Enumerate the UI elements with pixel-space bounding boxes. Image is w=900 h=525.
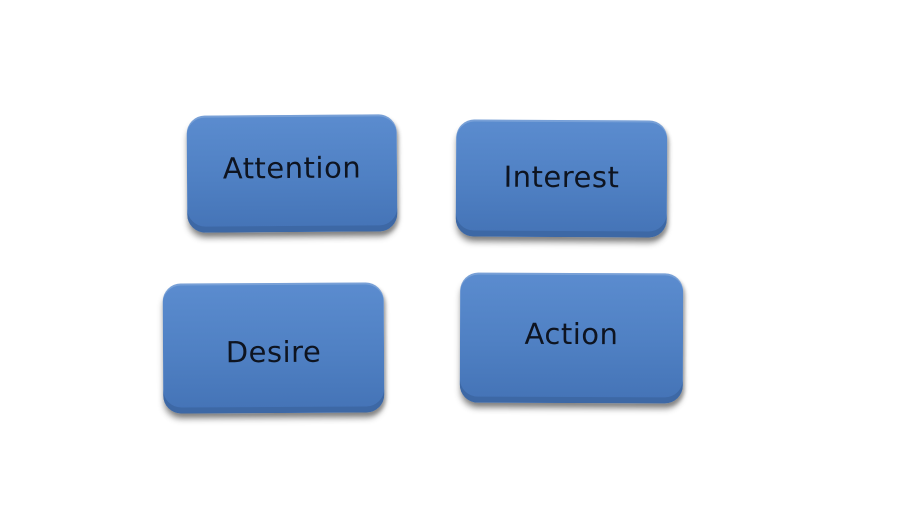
desire-tile: Desire bbox=[162, 282, 385, 414]
interest-tile: Interest bbox=[455, 119, 668, 238]
attention-label: Attention bbox=[222, 150, 362, 185]
interest-label: Interest bbox=[503, 159, 620, 194]
attention-tile: Attention bbox=[186, 114, 398, 233]
action-tile: Action bbox=[459, 272, 684, 404]
desire-label: Desire bbox=[225, 334, 322, 370]
action-label: Action bbox=[524, 316, 619, 352]
